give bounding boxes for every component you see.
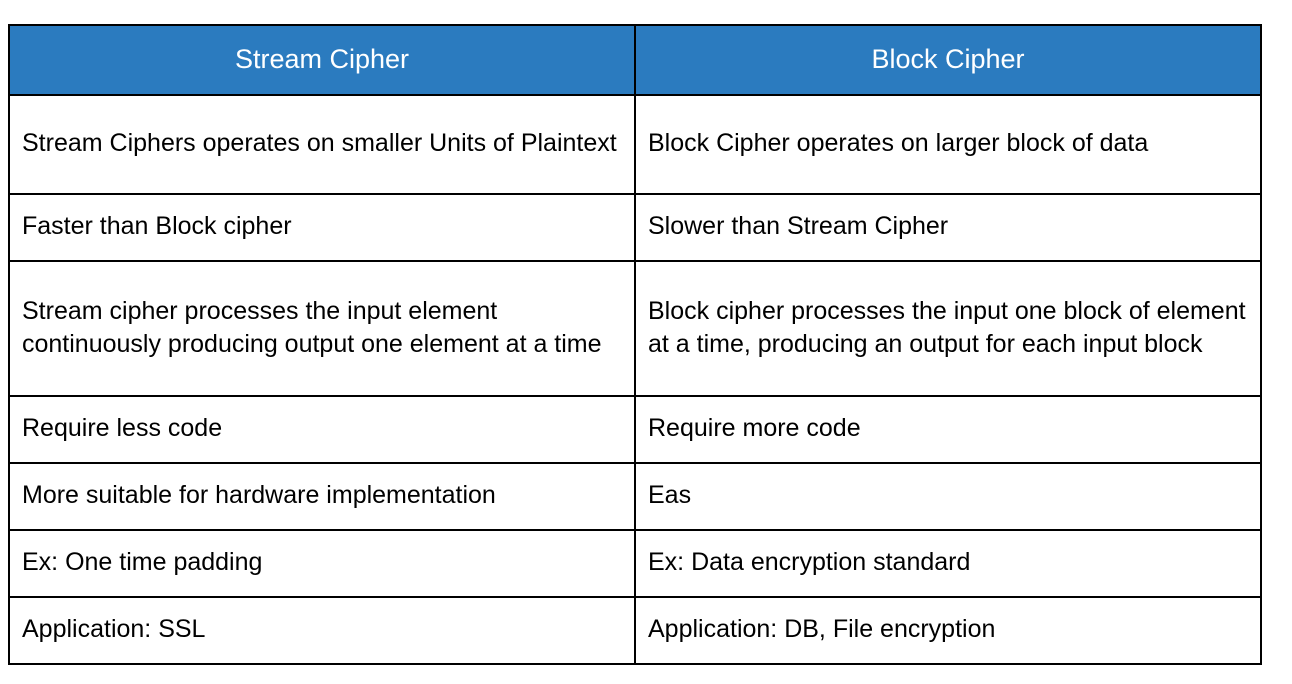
table-row: Faster than Block cipher Slower than Str… bbox=[8, 193, 1262, 262]
column-header-block-cipher: Block Cipher bbox=[634, 24, 1262, 96]
table-body: Stream Ciphers operates on smaller Units… bbox=[8, 94, 1262, 665]
cell-stream-7: Application: SSL bbox=[8, 596, 636, 665]
column-header-stream-cipher: Stream Cipher bbox=[8, 24, 636, 96]
header-row: Stream Cipher Block Cipher bbox=[8, 24, 1262, 96]
table-row: Application: SSL Application: DB, File e… bbox=[8, 596, 1262, 665]
table-row: Ex: One time padding Ex: Data encryption… bbox=[8, 529, 1262, 598]
cell-stream-2: Faster than Block cipher bbox=[8, 193, 636, 262]
cell-stream-3: Stream cipher processes the input elemen… bbox=[8, 260, 636, 397]
cell-block-5: Eas bbox=[634, 462, 1262, 531]
cell-stream-4: Require less code bbox=[8, 395, 636, 464]
table-header: Stream Cipher Block Cipher bbox=[8, 24, 1262, 96]
cell-block-4: Require more code bbox=[634, 395, 1262, 464]
cipher-comparison-table: Stream Cipher Block Cipher Stream Cipher… bbox=[8, 24, 1262, 665]
table-row: Stream Ciphers operates on smaller Units… bbox=[8, 94, 1262, 195]
cell-stream-6: Ex: One time padding bbox=[8, 529, 636, 598]
table-row: Stream cipher processes the input elemen… bbox=[8, 260, 1262, 397]
cell-block-1: Block Cipher operates on larger block of… bbox=[634, 94, 1262, 195]
cell-block-7: Application: DB, File encryption bbox=[634, 596, 1262, 665]
table-row: Require less code Require more code bbox=[8, 395, 1262, 464]
table-row: More suitable for hardware implementatio… bbox=[8, 462, 1262, 531]
cell-stream-5: More suitable for hardware implementatio… bbox=[8, 462, 636, 531]
cell-block-6: Ex: Data encryption standard bbox=[634, 529, 1262, 598]
cell-block-2: Slower than Stream Cipher bbox=[634, 193, 1262, 262]
cell-block-3: Block cipher processes the input one blo… bbox=[634, 260, 1262, 397]
cell-stream-1: Stream Ciphers operates on smaller Units… bbox=[8, 94, 636, 195]
